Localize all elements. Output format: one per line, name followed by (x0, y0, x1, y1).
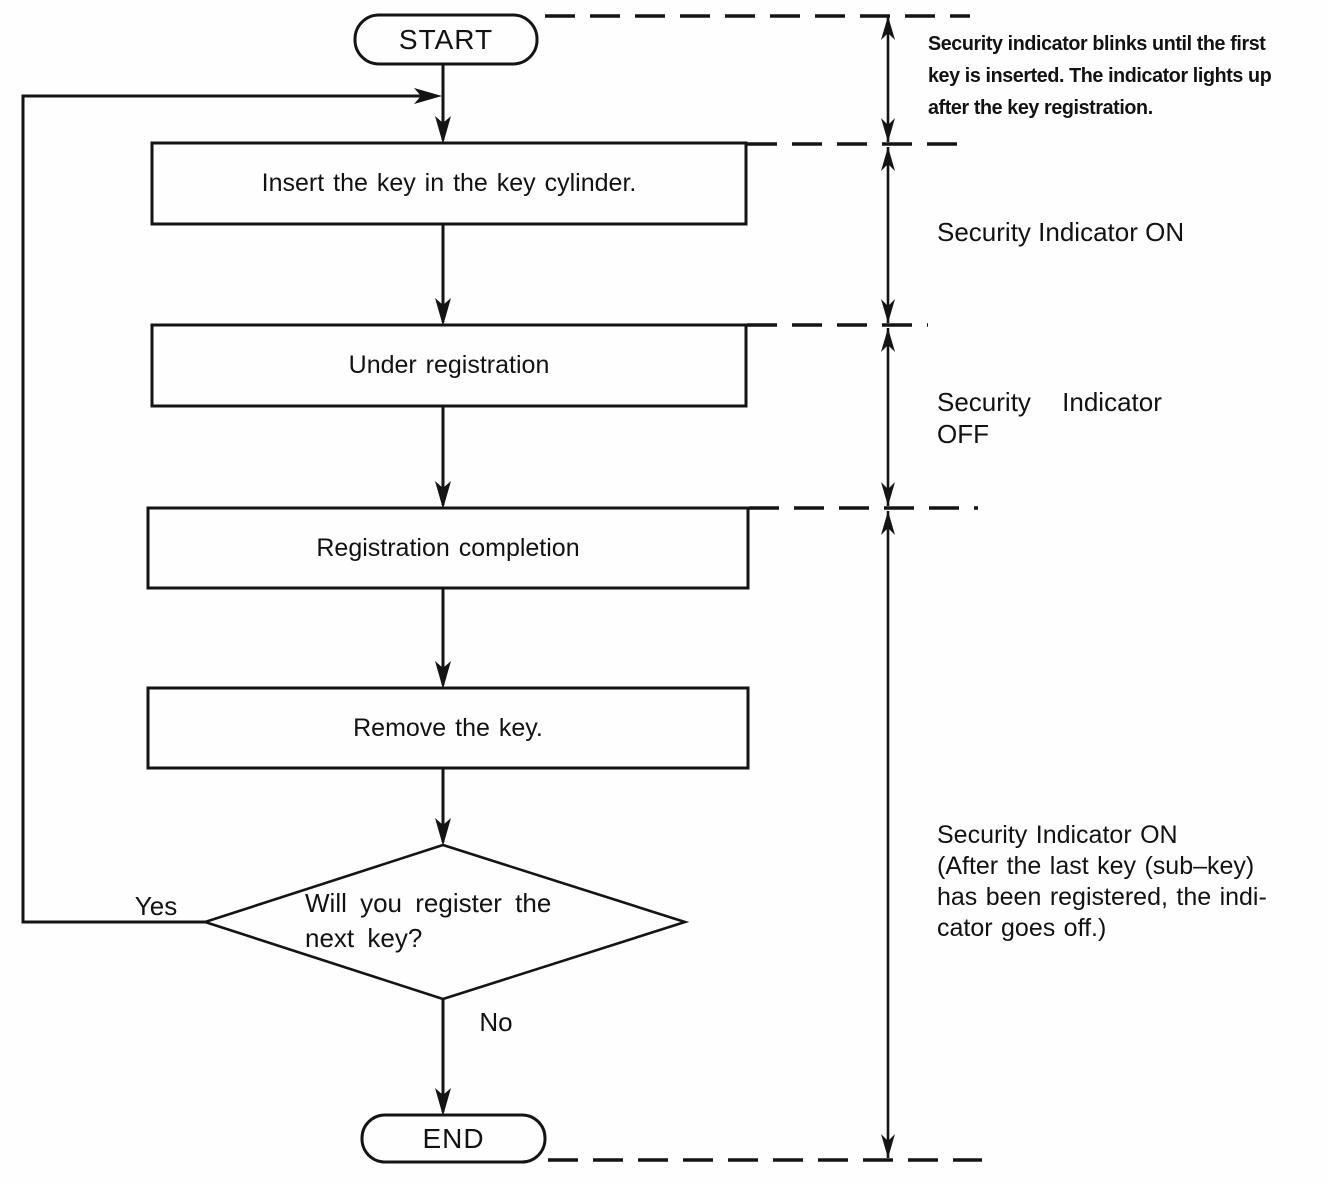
end-node-shape (360, 1113, 547, 1164)
insert-key-label: Insert the key in the key cylinder. (261, 169, 637, 197)
annotation-indicator-on: Security Indicator ON (937, 217, 1185, 247)
edge-decision-yes-loop (21, 88, 442, 924)
start-node-shape (353, 13, 539, 66)
annotation-blink-line3: after the key registration. (928, 96, 1153, 119)
range-arrow-indicator-off (881, 328, 895, 506)
annotation-indicator-on-after-line3: has been registered, the indi- (937, 883, 1267, 911)
range-arrow-blink-phase (881, 16, 895, 142)
remove-key-label: Remove the key. (353, 713, 543, 742)
range-arrow-indicator-on-after (881, 511, 895, 1158)
annotation-indicator-on-after-line1: Security Indicator ON (937, 821, 1178, 849)
start-label: START (398, 23, 494, 55)
annotation-blink-line1: Security indicator blinks until the firs… (928, 32, 1266, 55)
annotation-indicator-off-line1: Security Indicator (937, 387, 1162, 417)
registration-completion-label: Registration completion (316, 533, 580, 562)
decision-label: Will you register the next key? (305, 886, 615, 956)
yes-branch-label: Yes (134, 890, 178, 921)
annotation-indicator-on-after-line2: (After the last key (sub–key) (937, 852, 1255, 880)
edge-decision-no-to-end (435, 999, 451, 1116)
under-registration-label: Under registration (348, 351, 550, 379)
edge-insert-to-under (435, 224, 451, 326)
annotation-indicator-on-after: Security Indicator ON (After the last ke… (937, 820, 1267, 944)
remove-key-node-shape (146, 686, 750, 770)
decision-label-line2: next key? (305, 923, 423, 953)
annotation-indicator-off: Security Indicator OFF (937, 386, 1162, 450)
no-branch-label: No (479, 1006, 513, 1037)
under-registration-node-shape (150, 323, 748, 408)
annotation-indicator-on-after-line4: cator goes off.) (937, 914, 1107, 942)
registration-completion-node-shape (146, 506, 750, 590)
end-label: END (422, 1122, 485, 1154)
edge-start-to-insert (435, 64, 451, 144)
range-arrow-indicator-on (881, 147, 895, 323)
annotation-indicator-off-line2: OFF (937, 419, 989, 449)
edge-remove-to-decision (435, 768, 451, 846)
insert-key-node-shape (150, 141, 748, 226)
annotation-blink-note: Security indicator blinks until the firs… (928, 28, 1272, 124)
edge-completion-to-remove (435, 588, 451, 689)
edge-under-to-completion (435, 406, 451, 509)
decision-label-line1: Will you register the (305, 888, 552, 918)
annotation-blink-line2: key is inserted. The indicator lights up (928, 64, 1272, 87)
